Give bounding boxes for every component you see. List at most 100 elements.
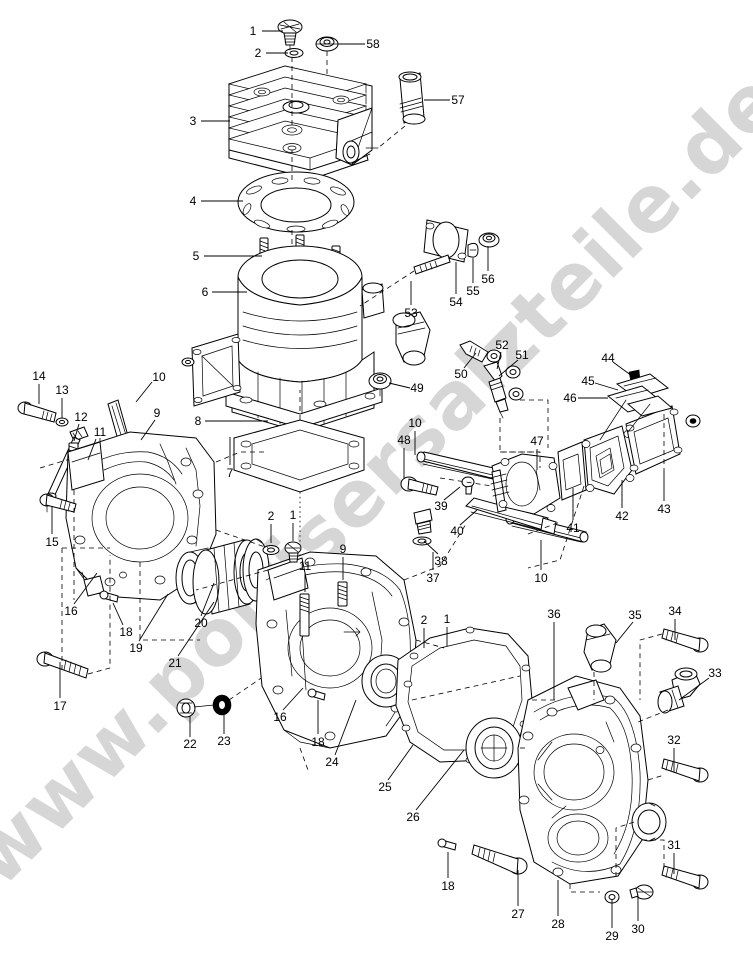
leader-line-33 (678, 677, 710, 701)
leader-line-21 (177, 601, 215, 657)
leader-line-24 (334, 699, 357, 756)
callout-ref-19: 19 (129, 641, 143, 655)
leader-line-45 (594, 382, 619, 391)
part-bolt-50 (459, 340, 489, 363)
assembly-line-plug (403, 523, 467, 581)
assembly-line-washer29 (569, 884, 600, 893)
callout-ref-25: 25 (378, 780, 392, 794)
callout-ref-12: 12 (74, 410, 88, 424)
assembly-axis-34 (639, 633, 663, 700)
part-flange-nut-58 (315, 36, 339, 52)
part-bolt-32 (661, 758, 709, 783)
callout-ref-34: 34 (668, 604, 682, 618)
assembly-line-left-bottom (139, 562, 200, 641)
construction-10-lower (527, 485, 585, 569)
assembly-line-bolt32 (647, 774, 665, 781)
callout-ref-50: 50 (454, 367, 468, 381)
callout-ref-7: 7 (226, 466, 234, 480)
callout-ref-31: 31 (667, 838, 681, 852)
part-cylinder-head (227, 65, 373, 180)
assembly-axis-53 (359, 270, 415, 307)
callout-ref-27: 27 (511, 907, 525, 921)
part-stud-9-right (337, 581, 348, 607)
bracket-17 (87, 555, 111, 675)
callout-ref-2: 2 (254, 46, 262, 60)
callout-ref-45: 45 (581, 374, 595, 388)
leader-line-50 (463, 352, 477, 369)
leader-line-38 (423, 540, 439, 555)
part-washer-13 (55, 417, 69, 427)
callout-ref-43: 43 (657, 502, 671, 516)
callout-ref-1: 1 (249, 24, 257, 38)
callout-ref-10: 10 (534, 571, 548, 585)
part-exhaust-sleeve-57 (398, 71, 426, 125)
callout-ref-11: 11 (93, 425, 107, 439)
part-bolt-15 (39, 493, 77, 513)
callout-ref-32: 32 (667, 733, 681, 747)
callout-ref-42: 42 (615, 509, 629, 523)
part-stud-53 (413, 254, 451, 275)
callout-ref-13: 13 (55, 383, 69, 397)
part-head-bolt (277, 19, 303, 46)
callout-ref-41: 41 (566, 521, 580, 535)
part-washer-37 (412, 536, 432, 546)
part-elbow-35-upper (392, 311, 431, 366)
part-cylinder-block (191, 245, 385, 433)
leader-line-49 (388, 382, 411, 389)
callout-ref-49: 49 (410, 381, 424, 395)
leader-line-19 (138, 593, 169, 642)
callout-ref-57: 57 (451, 93, 465, 107)
assembly-axis-52 (520, 399, 549, 448)
leader-line-52 (496, 351, 502, 370)
callout-ref-26: 26 (406, 810, 420, 824)
callout-ref-18: 18 (119, 625, 133, 639)
leader-line-51 (498, 359, 519, 377)
part-pin-18-center (307, 688, 326, 701)
part-bolt-17 (36, 651, 89, 679)
callout-ref-2: 2 (420, 613, 428, 627)
assembly-line-bearing2 (195, 569, 269, 591)
callout-ref-37: 37 (426, 571, 440, 585)
part-stopper-40 (465, 497, 557, 535)
part-oil-seal-24-right (631, 802, 667, 842)
callout-ref-55: 55 (466, 284, 480, 298)
callout-ref-10: 10 (152, 370, 166, 384)
part-water-elbow-33 (657, 667, 701, 714)
callout-ref-14: 14 (32, 369, 46, 383)
callout-ref-18: 18 (311, 735, 325, 749)
callout-ref-28: 28 (551, 917, 565, 931)
callout-ref-17: 17 (53, 699, 67, 713)
callout-ref-2: 2 (267, 509, 275, 523)
part-nut-49 (368, 372, 392, 397)
callout-ref-8: 8 (194, 414, 202, 428)
construction-40 (527, 521, 561, 535)
leader-line-35 (615, 621, 634, 644)
leader-line-26 (415, 749, 465, 811)
assembly-line-case-bottom (299, 747, 309, 771)
part-clip-55 (467, 242, 479, 258)
part-small-nut-left (181, 357, 195, 367)
callout-ref-3: 3 (189, 114, 197, 128)
callout-ref-51: 51 (515, 348, 529, 362)
leader-line-25 (387, 744, 414, 781)
assembly-axis-51 (499, 418, 540, 453)
part-nut-56 (478, 232, 500, 248)
part-pin-18-bottom (437, 838, 457, 851)
part-intake-manifold-47 (489, 453, 561, 515)
callout-ref-9: 9 (339, 542, 347, 556)
callout-ref-40: 40 (450, 524, 464, 538)
part-gasket-41 (557, 441, 587, 501)
assembly-line-seal24r (615, 821, 635, 876)
part-bush-22 (176, 698, 196, 718)
callout-ref-47: 47 (530, 434, 544, 448)
callout-ref-10: 10 (408, 416, 422, 430)
assembly-line-bolt31 (642, 839, 665, 870)
part-base-gasket (233, 419, 365, 493)
leader-line-12 (73, 423, 80, 442)
callout-ref-21: 21 (168, 656, 182, 670)
callout-ref-1: 1 (443, 612, 451, 626)
callout-ref-16: 16 (273, 710, 287, 724)
callout-ref-33: 33 (708, 666, 722, 680)
leader-line-10 (135, 381, 153, 403)
